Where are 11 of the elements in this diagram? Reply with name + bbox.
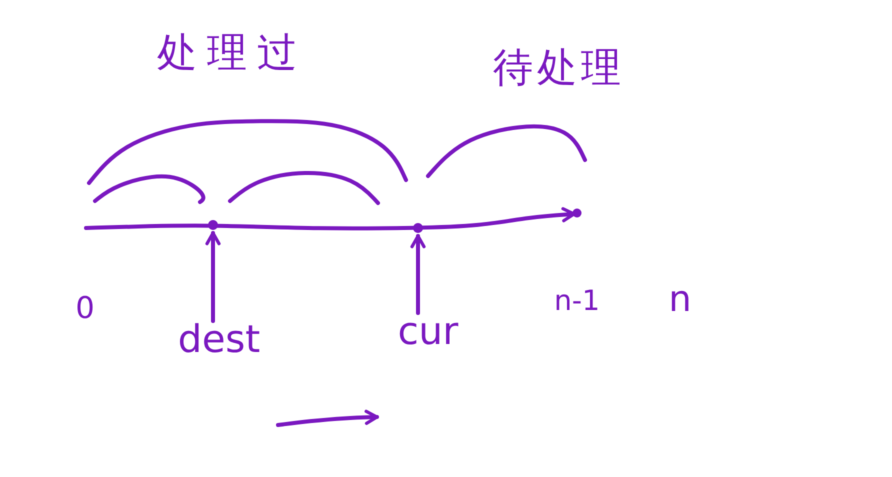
pointer-label: dest	[178, 320, 260, 358]
pointer-arrow	[205, 231, 221, 323]
point-marker	[208, 220, 218, 230]
pointer-arrow	[410, 234, 426, 315]
index-label: n	[668, 282, 692, 318]
pointer-label: cur	[398, 312, 458, 350]
index-label: 0	[75, 294, 95, 324]
index-label: n-1	[554, 287, 600, 315]
region-heading: 待处理	[493, 48, 625, 88]
point-marker	[413, 223, 423, 233]
region-heading: 处理过	[157, 33, 307, 73]
